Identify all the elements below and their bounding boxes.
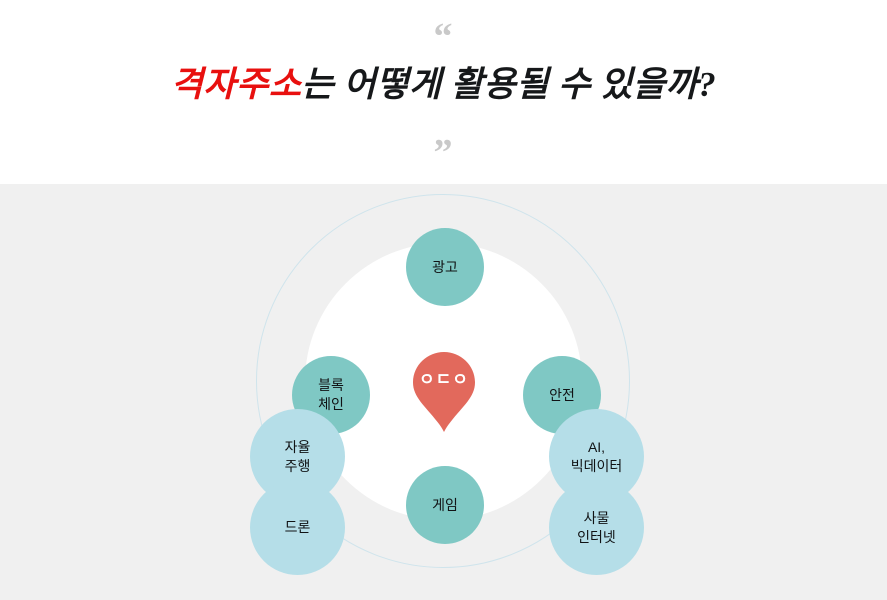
diagram-panel: 광고 블록 체인 안전 게임 자율 주행 AI, 빅데이터 드론 사물 인터넷 …: [0, 184, 887, 600]
quote-open-icon: “: [433, 16, 454, 58]
header-section: “ 격자주소는 어떻게 활용될 수 있을까? ”: [0, 0, 887, 184]
page-title: 격자주소는 어떻게 활용될 수 있을까?: [170, 65, 717, 105]
node-drone-label: 드론: [284, 519, 311, 536]
node-autonomous-driving-label: 자율 주행: [284, 438, 311, 474]
page-title-accent: 격자주소: [170, 65, 302, 104]
node-iot-label: 사물 인터넷: [577, 509, 616, 545]
node-iot[interactable]: 사물 인터넷: [549, 480, 644, 575]
node-safety-label: 안전: [549, 386, 575, 403]
map-pin-icon[interactable]: ㅇㄷㅇ: [413, 352, 475, 432]
node-autonomous-driving[interactable]: 자율 주행: [250, 409, 345, 504]
node-game[interactable]: 게임: [406, 466, 484, 544]
node-ai-bigdata-label: AI, 빅데이터: [570, 438, 623, 474]
node-blockchain-label: 블록 체인: [318, 377, 344, 412]
node-advertising-label: 광고: [432, 258, 458, 275]
outer-ring-circle: [256, 194, 630, 568]
node-drone[interactable]: 드론: [250, 480, 345, 575]
node-advertising[interactable]: 광고: [406, 228, 484, 306]
pin-logo-label: ㅇㄷㅇ: [419, 370, 469, 389]
quote-close-icon: ”: [433, 131, 454, 174]
node-game-label: 게임: [432, 496, 458, 513]
page-title-rest: 는 어떻게 활용될 수 있을까?: [301, 65, 717, 104]
